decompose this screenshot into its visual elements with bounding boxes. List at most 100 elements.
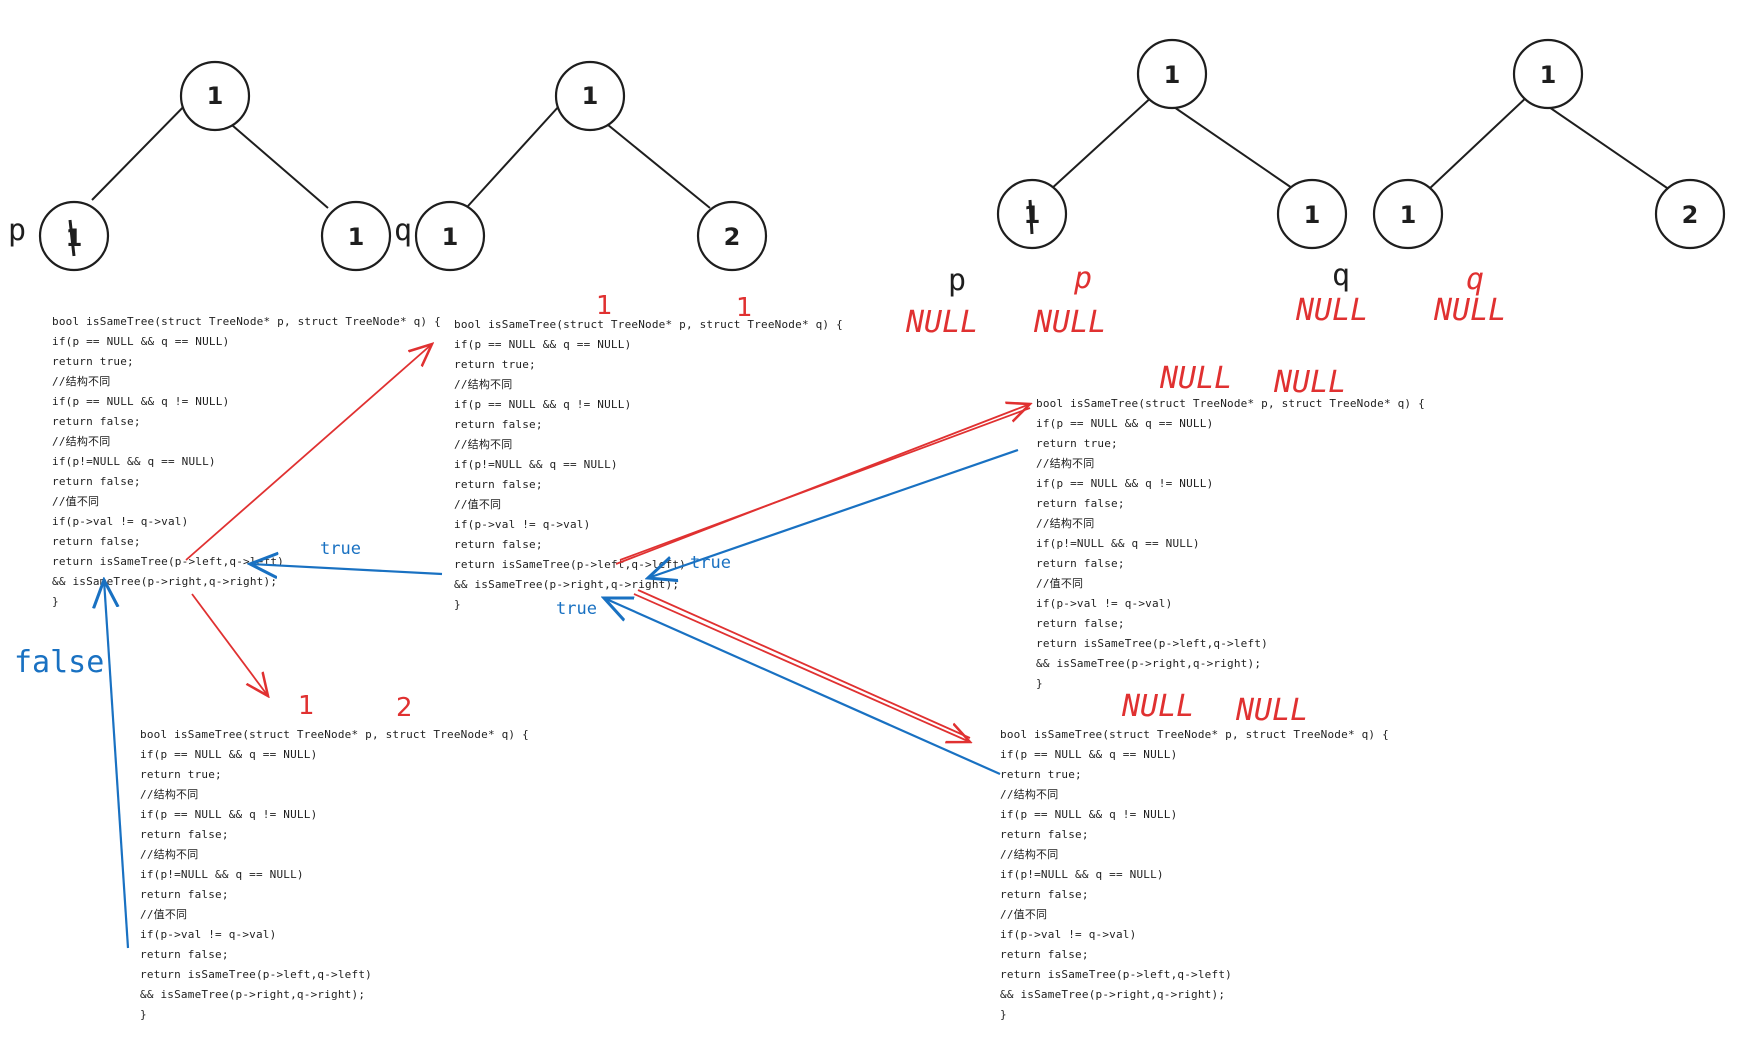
tree-1-root <box>179 60 251 132</box>
true-label-1: true <box>320 539 361 559</box>
pointer-q-label: q <box>394 213 412 248</box>
code-line: if(p == NULL && q == NULL) <box>52 335 229 348</box>
code-line: //值不同 <box>1000 908 1047 921</box>
tree-4-edge-left <box>1427 93 1531 191</box>
red-one-b: 1 <box>736 293 753 323</box>
tree-3-left-scribble <box>1028 199 1034 235</box>
false-label: false <box>14 645 104 680</box>
code-line: return false; <box>140 948 229 961</box>
code-line: return isSameTree(p->left,q->left) <box>1036 637 1268 650</box>
tree-1-right <box>320 200 392 272</box>
code-line: if(p == NULL && q != NULL) <box>1036 477 1213 490</box>
tree-3-pointer-p-red: p <box>1073 261 1092 296</box>
code-line: return false; <box>454 478 543 491</box>
tree-2-root <box>554 60 626 132</box>
code-line: //值不同 <box>140 908 187 921</box>
code-line: //结构不同 <box>140 847 198 861</box>
tree-1-left <box>38 200 110 272</box>
code-block-left-left: bool isSameTree(struct TreeNode* p, stru… <box>1036 397 1425 690</box>
code-line: return false; <box>1036 617 1125 630</box>
code-line: if(p!=NULL && q == NULL) <box>1000 868 1164 881</box>
code-line: //值不同 <box>1036 577 1083 590</box>
red-one-c: 1 <box>298 691 315 721</box>
code-line: return false; <box>1000 948 1089 961</box>
return-arrow-2 <box>648 448 1019 578</box>
tree-1-right-label: 1 <box>348 223 365 251</box>
code-line: return isSameTree(p->left,q->left) <box>140 968 372 981</box>
code-block-root: bool isSameTree(struct TreeNode* p, stru… <box>52 315 441 608</box>
code-line: if(p->val != q->val) <box>140 928 276 941</box>
return-arrow-4 <box>104 580 130 949</box>
code-line: return false; <box>52 475 141 488</box>
code-line: //结构不同 <box>454 377 512 391</box>
code-line: if(p!=NULL && q == NULL) <box>1036 537 1200 550</box>
code-line: if(p->val != q->val) <box>1036 597 1172 610</box>
tree-1: 1 1 1 p <box>8 60 392 272</box>
code-line: return false; <box>52 415 141 428</box>
code-line: bool isSameTree(struct TreeNode* p, stru… <box>1036 397 1425 410</box>
code-line: && isSameTree(p->right,q->right); <box>454 578 679 591</box>
tree-4-pointer-q: q <box>1332 258 1350 293</box>
code-line: if(p!=NULL && q == NULL) <box>140 868 304 881</box>
red-one-a: 1 <box>596 291 613 321</box>
call-arrow-3b <box>619 407 1031 561</box>
tree-4-root-label: 1 <box>1540 61 1557 89</box>
code-line: return false; <box>454 418 543 431</box>
tree-2: 1 1 2 q <box>394 60 768 272</box>
code-line: if(p!=NULL && q == NULL) <box>52 455 216 468</box>
pointer-p-label: p <box>8 213 26 248</box>
call-arrow-1 <box>185 344 432 561</box>
code-line: //结构不同 <box>454 437 512 451</box>
code-line: && isSameTree(p->right,q->right); <box>1036 657 1261 670</box>
call-arrow-4b <box>637 589 971 739</box>
code-line: if(p == NULL && q != NULL) <box>140 808 317 821</box>
call-arrow-4 <box>633 593 970 742</box>
code-line: } <box>1036 677 1043 690</box>
code-line: return false; <box>52 535 141 548</box>
call-arrow-2 <box>191 593 268 696</box>
code-line: return false; <box>454 538 543 551</box>
code-block-left: bool isSameTree(struct TreeNode* p, stru… <box>454 318 843 611</box>
tree-3-root-label: 1 <box>1164 61 1181 89</box>
tree-3-right <box>1276 178 1348 250</box>
code-line: return false; <box>1036 497 1125 510</box>
code-line: //结构不同 <box>1036 456 1094 470</box>
tree-4-left-label: 1 <box>1400 201 1417 229</box>
code-line: && isSameTree(p->right,q->right); <box>1000 988 1225 1001</box>
code-line: && isSameTree(p->right,q->right); <box>140 988 365 1001</box>
tree-4-right <box>1654 178 1726 250</box>
red-two: 2 <box>396 693 413 723</box>
tree-4-left <box>1372 178 1444 250</box>
tree-4-right-label: 2 <box>1682 201 1699 229</box>
code-line: if(p == NULL && q != NULL) <box>454 398 631 411</box>
code-line: if(p->val != q->val) <box>1000 928 1136 941</box>
code-line: //结构不同 <box>52 374 110 388</box>
tree-3-edge-left <box>1049 93 1156 191</box>
null-label-8: NULL <box>1235 693 1308 728</box>
code-line: if(p == NULL && q != NULL) <box>1000 808 1177 821</box>
code-line: if(p!=NULL && q == NULL) <box>454 458 618 471</box>
code-line: //值不同 <box>52 495 99 508</box>
code-line: bool isSameTree(struct TreeNode* p, stru… <box>454 318 843 331</box>
tree-2-root-label: 1 <box>582 82 599 110</box>
code-line: return false; <box>1000 828 1089 841</box>
tree-2-edge-left <box>467 93 571 207</box>
code-line: return true; <box>1000 768 1082 781</box>
code-line: } <box>454 598 461 611</box>
tree-2-left <box>414 200 486 272</box>
code-line: && isSameTree(p->right,q->right); <box>52 575 277 588</box>
code-line: return isSameTree(p->left,q->left) <box>454 558 686 571</box>
null-label-7: NULL <box>1121 689 1194 724</box>
tree-4: 1 1 2 <box>1372 38 1726 250</box>
tree-1-left-scribble <box>68 219 76 257</box>
null-label-1: NULL <box>905 305 978 340</box>
true-label-3: true <box>556 599 597 619</box>
code-line: return true; <box>1036 437 1118 450</box>
code-line: bool isSameTree(struct TreeNode* p, stru… <box>140 728 529 741</box>
tree-2-right-label: 2 <box>724 223 741 251</box>
code-block-left-right: bool isSameTree(struct TreeNode* p, stru… <box>1000 728 1389 1021</box>
return-arrow-1 <box>250 564 443 574</box>
null-label-6: NULL <box>1273 365 1346 400</box>
tree-4-edge-right <box>1529 93 1671 191</box>
null-label-4: NULL <box>1433 293 1506 328</box>
